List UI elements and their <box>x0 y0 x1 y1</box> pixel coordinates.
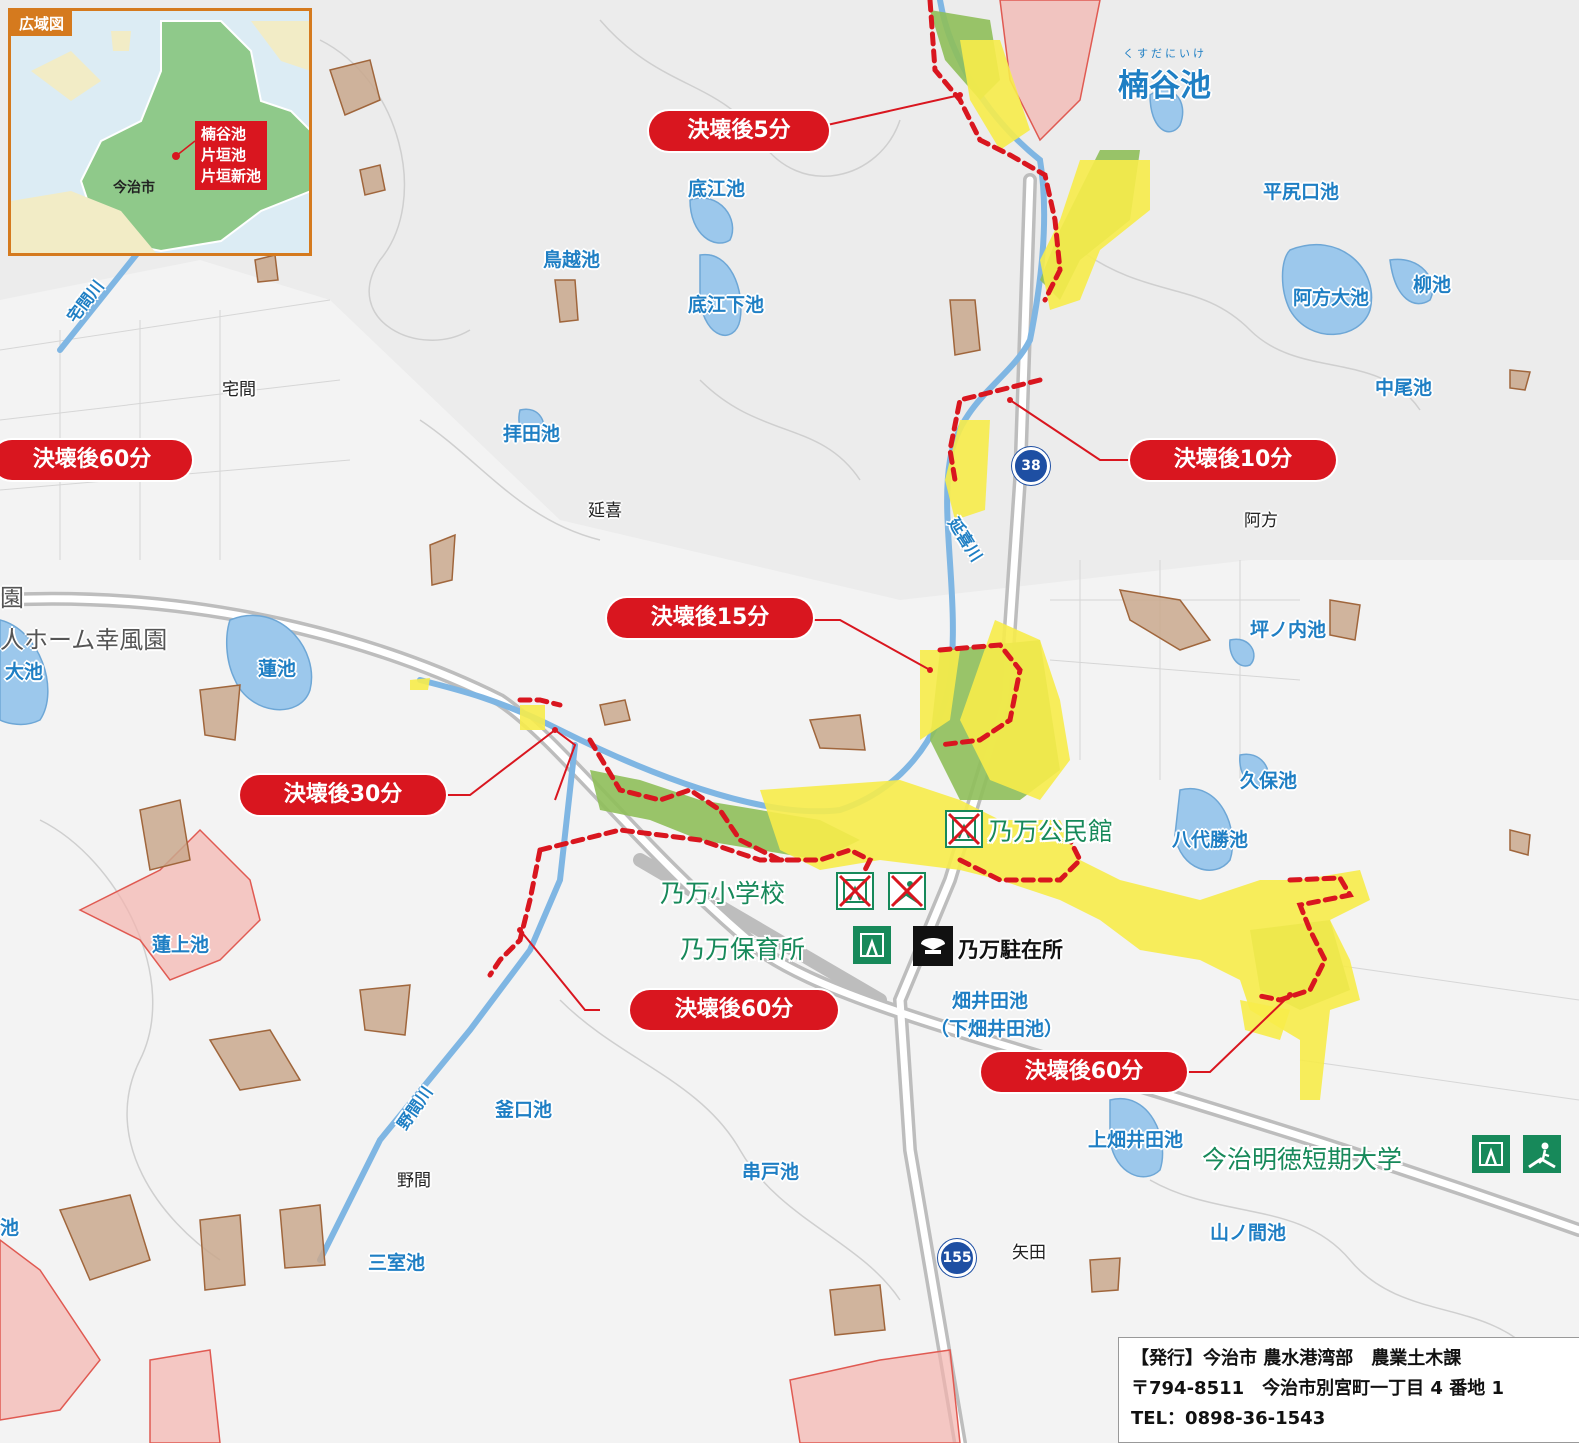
takuma-place-label: 宅間 <box>222 380 256 400</box>
kusudani-pond-label: 楠谷池 <box>1118 68 1211 104</box>
breach-60min-east-badge: 決壊後60分 <box>981 1052 1187 1092</box>
yata-place-label: 矢田 <box>1012 1243 1046 1263</box>
kusudani-pond-ruby: くすだにいけ <box>1123 47 1207 60</box>
edge-pond-label: 池 <box>0 1217 20 1239</box>
inset-title: 広域図 <box>11 11 73 36</box>
breach-10min-badge: 決壊後10分 <box>1130 440 1336 480</box>
yanagi-pond-label: 柳池 <box>1413 274 1452 296</box>
shelter-icon <box>853 926 891 964</box>
evacuation-site-icon <box>1523 1135 1561 1173</box>
shelter-unavailable-icon <box>836 872 874 910</box>
kamaguchi-pond-label: 釜口池 <box>495 1099 553 1121</box>
shelter-icon <box>1472 1135 1510 1173</box>
tsubonouchi-pond-label: 坪ノ内池 <box>1250 619 1327 641</box>
noma-nursery-label: 乃万保育所 <box>680 935 806 964</box>
noma-place-label: 野間 <box>397 1171 431 1191</box>
hataida-pond-label: 畑井田池 <box>952 990 1029 1012</box>
inset-pond-2: 片垣池 <box>201 146 247 164</box>
breach-60min-center-badge: 決壊後60分 <box>630 990 838 1030</box>
inset-map: 広域図 楠谷池 片垣池 片垣新池 今治市 <box>8 8 312 256</box>
mimuro-pond-label: 三室池 <box>368 1252 426 1274</box>
kami-hataida-pond-label: 上畑井田池 <box>1088 1129 1184 1151</box>
yamanoma-pond-label: 山ノ間池 <box>1210 1222 1287 1244</box>
route-38-marker: 38 <box>1012 447 1050 485</box>
kushido-pond-label: 串戸池 <box>742 1161 800 1183</box>
hirajiriguchi-pond-label: 平尻口池 <box>1263 181 1340 203</box>
noma-hall-label: 乃万公民館 <box>988 817 1114 846</box>
nakao-pond-label: 中尾池 <box>1375 377 1433 399</box>
breach-60min-west-badge: 決壊後60分 <box>0 440 192 480</box>
publisher-line-2: 〒794-8511 今治市別宮町一丁目 4 番地 1 <box>1131 1378 1504 1399</box>
yashiro-katsu-pond-label: 八代勝池 <box>1172 829 1249 851</box>
route-155-marker: 155 <box>938 1239 976 1277</box>
soko-e-shita-pond-label: 底江下池 <box>688 294 765 316</box>
ren-pond-label: 蓮池 <box>258 658 297 680</box>
publisher-info: 【発行】今治市 農水港湾部 農業土木課 〒794-8511 今治市別宮町一丁目 … <box>1118 1337 1579 1443</box>
soko-e-pond-label: 底江池 <box>688 178 746 200</box>
publisher-line-3: TEL：0898-36-1543 <box>1131 1408 1326 1429</box>
police-box-label: 乃万駐在所 <box>958 938 1063 962</box>
enki-place-label: 延喜 <box>588 501 622 521</box>
kubo-pond-label: 久保池 <box>1240 770 1298 792</box>
college-label: 今治明徳短期大学 <box>1202 1145 1403 1174</box>
police-box-icon <box>913 926 953 966</box>
abo-o-pond-label: 阿方大池 <box>1293 287 1370 309</box>
breach-15min-badge: 決壊後15分 <box>607 598 813 638</box>
hataida-pond-sub-label: （下畑井田池） <box>930 1018 1064 1040</box>
breach-5min-badge: 決壊後5分 <box>649 111 829 151</box>
inset-city-label: 今治市 <box>113 180 155 196</box>
publisher-line-1: 【発行】今治市 農水港湾部 農業土木課 <box>1131 1348 1462 1369</box>
akata-place-label: 阿方 <box>1244 511 1278 531</box>
inset-pond-3: 片垣新池 <box>201 167 262 185</box>
nursing-home-label: 人ホーム幸風園 <box>0 626 168 654</box>
shelter-unavailable-icon <box>945 810 983 848</box>
breach-30min-badge: 決壊後30分 <box>240 775 446 815</box>
rengami-pond-label: 蓮上池 <box>152 934 210 956</box>
o-pond-label: 大池 <box>5 661 44 683</box>
inset-pond-1: 楠谷池 <box>201 125 247 143</box>
inset-pond-list: 楠谷池 片垣池 片垣新池 <box>195 121 268 190</box>
noma-school-label: 乃万小学校 <box>660 879 786 908</box>
edge-char-label: 園 <box>0 584 24 612</box>
evacuation-site-unavailable-icon <box>888 872 926 910</box>
haida-pond-label: 拝田池 <box>503 423 561 445</box>
torigoe-pond-label: 鳥越池 <box>543 249 601 271</box>
